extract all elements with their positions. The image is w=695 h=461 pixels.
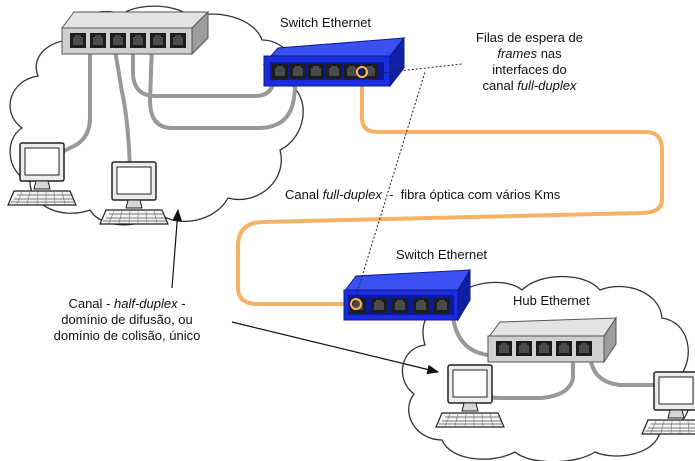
halfduplex-post: -: [177, 296, 186, 311]
halfduplex-line-1: Canal - half-duplex -: [32, 296, 222, 312]
queue-leader-line-top: [371, 63, 463, 75]
halfduplex-italic: half-duplex: [113, 296, 178, 311]
halfduplex-pre: Canal -: [68, 296, 114, 311]
switch-top-label: Switch Ethernet: [280, 15, 372, 30]
hub-icon: [486, 316, 617, 364]
halfduplex-label: Canal - half-duplex - domínio de difusão…: [32, 296, 222, 344]
queues-line-2-rest: nas: [537, 46, 562, 61]
switch-icon: [342, 268, 471, 322]
halfduplex-line-3: domínio de colisão, único: [53, 328, 201, 343]
channel-post: - fibra óptica com vários Kms: [381, 187, 561, 202]
switch-mid-label: Switch Ethernet: [396, 247, 488, 262]
queue-leader-line-bottom: [355, 71, 426, 297]
pointer-arrow-up: [171, 208, 182, 289]
queues-line-1: Filas de espera de: [476, 30, 583, 45]
queues-fullduplex: full-duplex: [517, 78, 577, 93]
queues-line-4-pre: canal: [482, 78, 518, 93]
hub-bottom-label: Hub Ethernet: [513, 293, 590, 308]
switch-icon: [262, 36, 406, 88]
pointer-arrow-right: [231, 321, 440, 375]
channel-label: Canal full-duplex - fibra óptica com vár…: [285, 187, 560, 203]
queues-line-3: interfaces do: [492, 62, 567, 77]
channel-pre: Canal: [285, 187, 323, 202]
channel-fullduplex: full-duplex: [322, 187, 382, 202]
queues-line-4: canal full-duplex: [462, 78, 597, 94]
queues-line-2: frames nas: [462, 46, 597, 62]
halfduplex-line-2: domínio de difusão, ou: [61, 312, 193, 327]
hub-icon: [61, 10, 210, 56]
queues-frames: frames: [497, 46, 538, 61]
hub-cables-top: [44, 42, 298, 170]
fiber-cable: [236, 72, 664, 306]
queues-label: Filas de espera de frames nas interfaces…: [462, 30, 597, 94]
